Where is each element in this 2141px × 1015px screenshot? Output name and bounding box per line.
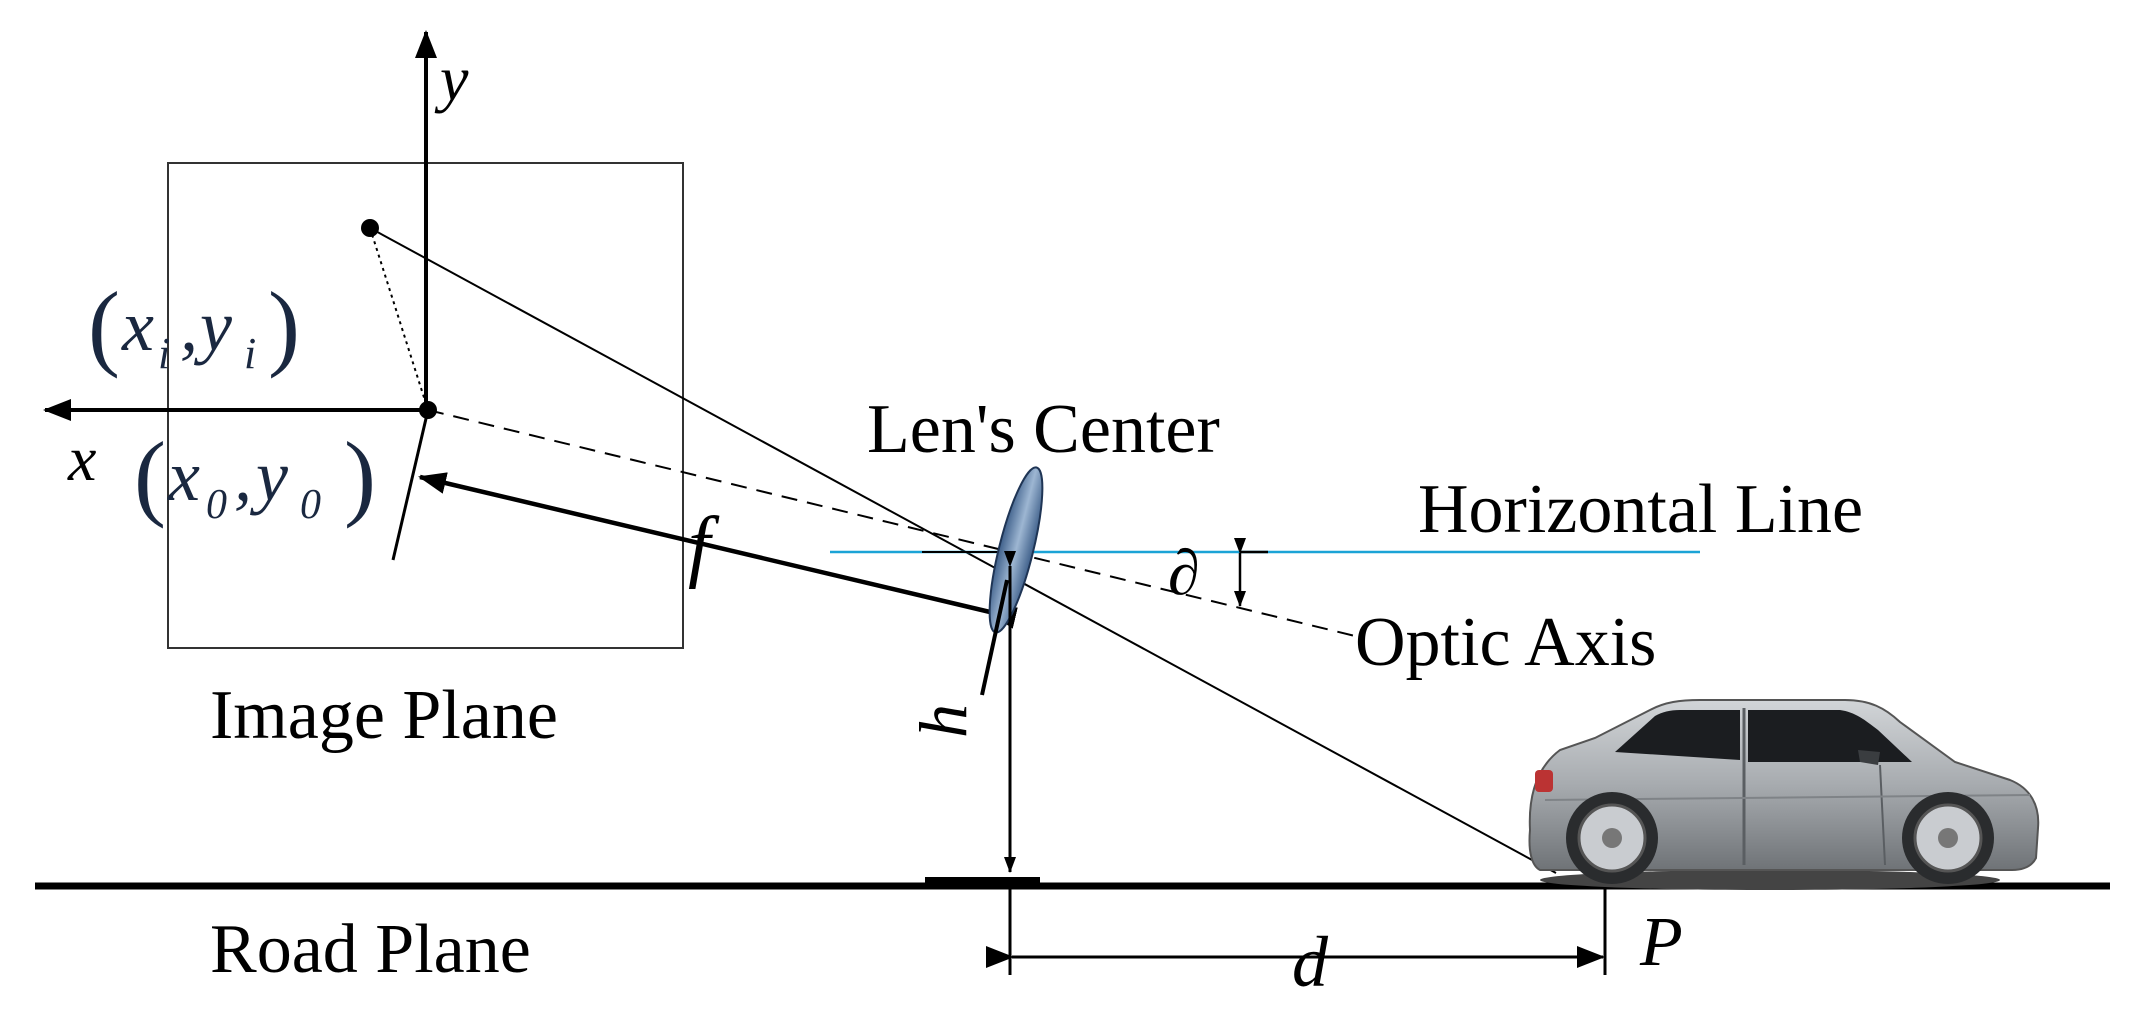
image-plane-label: Image Plane xyxy=(210,677,558,754)
projection-ray xyxy=(369,227,1557,874)
camera-base xyxy=(925,877,1040,885)
angle-label: ∂ xyxy=(1168,537,1200,608)
svg-text:x: x xyxy=(121,286,154,366)
x-axis-label: x xyxy=(67,423,96,494)
car-icon xyxy=(1528,699,2040,890)
svg-text:y: y xyxy=(249,436,288,516)
principal-point-coordinates: ( x 0 , y 0 ) xyxy=(134,422,376,529)
horizontal-line-label: Horizontal Line xyxy=(1418,471,1863,548)
optic-axis-label: Optic Axis xyxy=(1355,604,1656,681)
svg-text:): ) xyxy=(268,272,300,379)
lens-center-label: Len's Center xyxy=(867,391,1220,468)
y-axis-label: y xyxy=(434,43,469,114)
distance-label: d xyxy=(1292,922,1329,1002)
image-point-coordinates: ( x i , y i ) xyxy=(88,272,300,379)
svg-text:,: , xyxy=(234,436,252,516)
height-label: h xyxy=(905,704,981,738)
svg-text:y: y xyxy=(193,286,232,366)
svg-text:0: 0 xyxy=(300,482,321,528)
focal-length-arrow xyxy=(418,472,1018,629)
road-plane-label: Road Plane xyxy=(210,911,531,988)
point-p-label: P xyxy=(1639,904,1683,981)
svg-text:(: ( xyxy=(88,272,120,379)
svg-text:0: 0 xyxy=(206,482,227,528)
svg-text:): ) xyxy=(344,422,376,529)
svg-text:i: i xyxy=(244,329,256,378)
svg-text:(: ( xyxy=(134,422,166,529)
image-plane-edge xyxy=(391,409,430,561)
lens-ellipse xyxy=(988,466,1044,634)
svg-text:i: i xyxy=(158,329,170,378)
height-tick xyxy=(980,579,1009,696)
svg-text:,: , xyxy=(180,286,198,366)
svg-text:x: x xyxy=(167,436,200,516)
